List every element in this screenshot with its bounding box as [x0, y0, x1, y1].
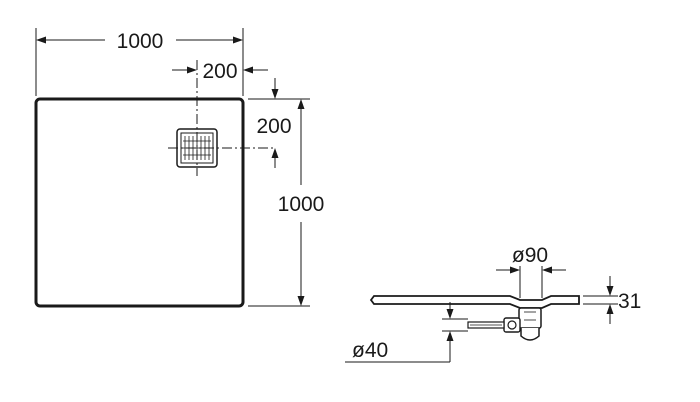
waste-diameter-dimension: ø90 — [496, 244, 566, 298]
tray-section-profile — [369, 295, 580, 309]
width-label: 1000 — [117, 30, 164, 53]
plan-view: 1000 200 200 1000 — [34, 28, 325, 308]
height-label: 1000 — [278, 193, 325, 216]
drain-offset-x-dimension: 200 — [172, 60, 268, 96]
thickness-label: 31 — [618, 290, 641, 313]
drain-offset-x-label: 200 — [202, 60, 237, 83]
width-dimension: 1000 — [35, 28, 244, 96]
thickness-dimension: 31 — [583, 276, 641, 324]
waste-diameter-label: ø90 — [512, 244, 548, 267]
outlet-diameter-label: ø40 — [352, 339, 388, 362]
section-view: ø90 31 ø40 — [345, 244, 641, 363]
height-dimension: 1000 — [248, 99, 325, 307]
outlet-diameter-dimension: ø40 — [345, 302, 468, 363]
drain-offset-y-label: 200 — [256, 115, 291, 138]
drain-offset-y-dimension: 200 — [248, 78, 310, 168]
shower-tray-outline — [34, 97, 245, 308]
siphon-icon — [467, 307, 542, 341]
